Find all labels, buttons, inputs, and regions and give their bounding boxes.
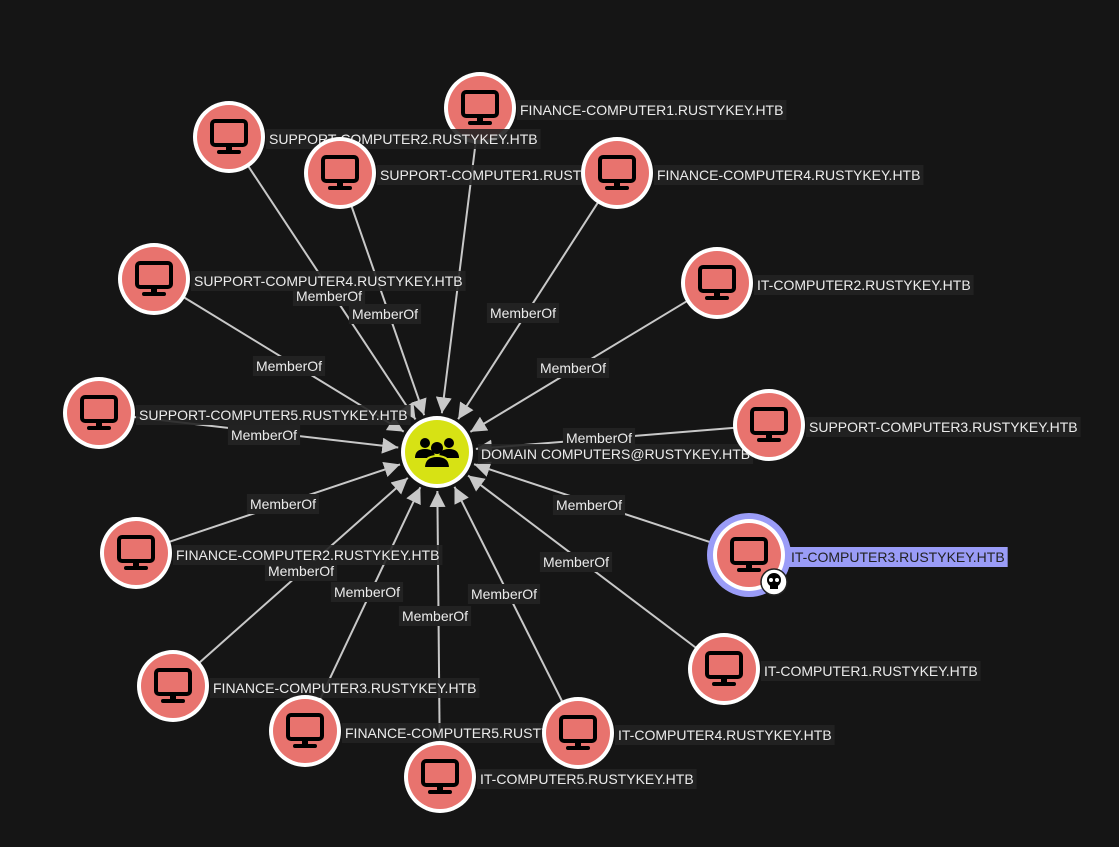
node-computer[interactable]: FINANCE-COMPUTER3.RUSTYKEY.HTB	[137, 650, 480, 722]
node-label-text: IT-COMPUTER1.RUSTYKEY.HTB	[764, 663, 978, 679]
node-computer[interactable]: IT-COMPUTER1.RUSTYKEY.HTB	[688, 633, 981, 705]
edge-label: MemberOf	[252, 356, 326, 376]
node-label: IT-COMPUTER5.RUSTYKEY.HTB	[477, 769, 697, 789]
node-label-text: FINANCE-COMPUTER1.RUSTYKEY.HTB	[520, 102, 783, 118]
node-computer[interactable]: FINANCE-COMPUTER1.RUSTYKEY.HTB	[444, 72, 787, 144]
computer-icon	[698, 265, 736, 300]
edge-label: MemberOf	[536, 358, 610, 378]
edge-label-text: MemberOf	[490, 305, 556, 321]
edge-label-text: MemberOf	[296, 288, 362, 304]
edge-label-text: MemberOf	[540, 360, 606, 376]
edge-label: MemberOf	[467, 584, 541, 604]
node-computer[interactable]: SUPPORT-COMPUTER5.RUSTYKEY.HTB	[63, 377, 411, 449]
node-label: SUPPORT-COMPUTER5.RUSTYKEY.HTB	[136, 405, 411, 425]
edge-label-text: MemberOf	[334, 584, 400, 600]
edge-label: MemberOf	[398, 606, 472, 626]
computer-icon	[286, 713, 324, 748]
edge-label-text: MemberOf	[566, 430, 632, 446]
node-label-text: IT-COMPUTER3.RUSTYKEY.HTB	[791, 549, 1005, 565]
edge-label-text: MemberOf	[256, 358, 322, 374]
edge-label: MemberOf	[562, 428, 636, 448]
node-label: FINANCE-COMPUTER1.RUSTYKEY.HTB	[517, 100, 787, 120]
computer-icon	[421, 759, 459, 794]
node-label-text: SUPPORT-COMPUTER3.RUSTYKEY.HTB	[809, 419, 1078, 435]
group-icon	[415, 438, 459, 469]
edge-label: MemberOf	[330, 582, 404, 602]
node-computer[interactable]: FINANCE-COMPUTER2.RUSTYKEY.HTB	[100, 517, 443, 589]
edge-label-text: MemberOf	[352, 306, 418, 322]
node-label: DOMAIN COMPUTERS@RUSTYKEY.HTB	[478, 444, 754, 464]
edge-label-text: MemberOf	[268, 563, 334, 579]
edge-label: MemberOf	[539, 552, 613, 572]
edge-label-text: MemberOf	[231, 427, 297, 443]
edge-label: MemberOf	[246, 494, 320, 514]
computer-icon	[750, 407, 788, 442]
edge-label: MemberOf	[552, 495, 626, 515]
node-computer[interactable]: SUPPORT-COMPUTER3.RUSTYKEY.HTB	[733, 389, 1081, 461]
node-computer[interactable]: IT-COMPUTER4.RUSTYKEY.HTB	[542, 697, 835, 769]
node-label-text: IT-COMPUTER5.RUSTYKEY.HTB	[480, 771, 694, 787]
node-label: SUPPORT-COMPUTER4.RUSTYKEY.HTB	[191, 271, 466, 291]
node-computer[interactable]: FINANCE-COMPUTER4.RUSTYKEY.HTB	[581, 137, 924, 209]
node-label: FINANCE-COMPUTER4.RUSTYKEY.HTB	[654, 165, 924, 185]
node-label: IT-COMPUTER1.RUSTYKEY.HTB	[761, 661, 981, 681]
computer-icon	[154, 668, 192, 703]
edge-label: MemberOf	[227, 425, 301, 445]
node-label-text: FINANCE-COMPUTER4.RUSTYKEY.HTB	[657, 167, 920, 183]
node-computer[interactable]: SUPPORT-COMPUTER4.RUSTYKEY.HTB	[118, 243, 466, 315]
computer-icon	[461, 90, 499, 125]
node-label-text: DOMAIN COMPUTERS@RUSTYKEY.HTB	[481, 446, 750, 462]
node-label-text: FINANCE-COMPUTER3.RUSTYKEY.HTB	[213, 680, 476, 696]
edge-label-text: MemberOf	[250, 496, 316, 512]
node-label: IT-COMPUTER4.RUSTYKEY.HTB	[615, 725, 835, 745]
computer-icon	[730, 537, 768, 572]
node-label-text: IT-COMPUTER4.RUSTYKEY.HTB	[618, 727, 832, 743]
node-domain-computers[interactable]: DOMAIN COMPUTERS@RUSTYKEY.HTB	[401, 416, 754, 488]
node-label-text: SUPPORT-COMPUTER5.RUSTYKEY.HTB	[139, 407, 408, 423]
computer-icon	[705, 651, 743, 686]
computer-icon	[559, 715, 597, 750]
edge-label-text: MemberOf	[402, 608, 468, 624]
node-label-text: SUPPORT-COMPUTER2.RUSTYKEY.HTB	[269, 131, 538, 147]
computer-icon	[598, 155, 636, 190]
edge-label: MemberOf	[486, 303, 560, 323]
edge-label: MemberOf	[264, 561, 338, 581]
computer-icon	[80, 395, 118, 430]
node-computer[interactable]: IT-COMPUTER5.RUSTYKEY.HTB	[404, 741, 697, 813]
edge-label-text: MemberOf	[471, 586, 537, 602]
computer-icon	[117, 535, 155, 570]
node-label-text: FINANCE-COMPUTER2.RUSTYKEY.HTB	[176, 547, 439, 563]
node-label: IT-COMPUTER3.RUSTYKEY.HTB	[788, 547, 1008, 567]
node-label: IT-COMPUTER2.RUSTYKEY.HTB	[754, 275, 974, 295]
edge-label-text: MemberOf	[556, 497, 622, 513]
node-label: SUPPORT-COMPUTER3.RUSTYKEY.HTB	[806, 417, 1081, 437]
node-label: SUPPORT-COMPUTER2.RUSTYKEY.HTB	[266, 129, 541, 149]
node-label: FINANCE-COMPUTER3.RUSTYKEY.HTB	[210, 678, 480, 698]
edge-label: MemberOf	[348, 304, 422, 324]
node-computer[interactable]: IT-COMPUTER2.RUSTYKEY.HTB	[681, 247, 974, 319]
computer-icon	[321, 155, 359, 190]
edge-label-text: MemberOf	[543, 554, 609, 570]
node-computer[interactable]: IT-COMPUTER3.RUSTYKEY.HTB	[707, 513, 1008, 597]
computer-icon	[210, 119, 248, 154]
skull-icon	[760, 568, 788, 596]
node-label-text: SUPPORT-COMPUTER4.RUSTYKEY.HTB	[194, 273, 463, 289]
computer-icon	[135, 261, 173, 296]
node-label-text: IT-COMPUTER2.RUSTYKEY.HTB	[757, 277, 971, 293]
node-label: FINANCE-COMPUTER2.RUSTYKEY.HTB	[173, 545, 443, 565]
